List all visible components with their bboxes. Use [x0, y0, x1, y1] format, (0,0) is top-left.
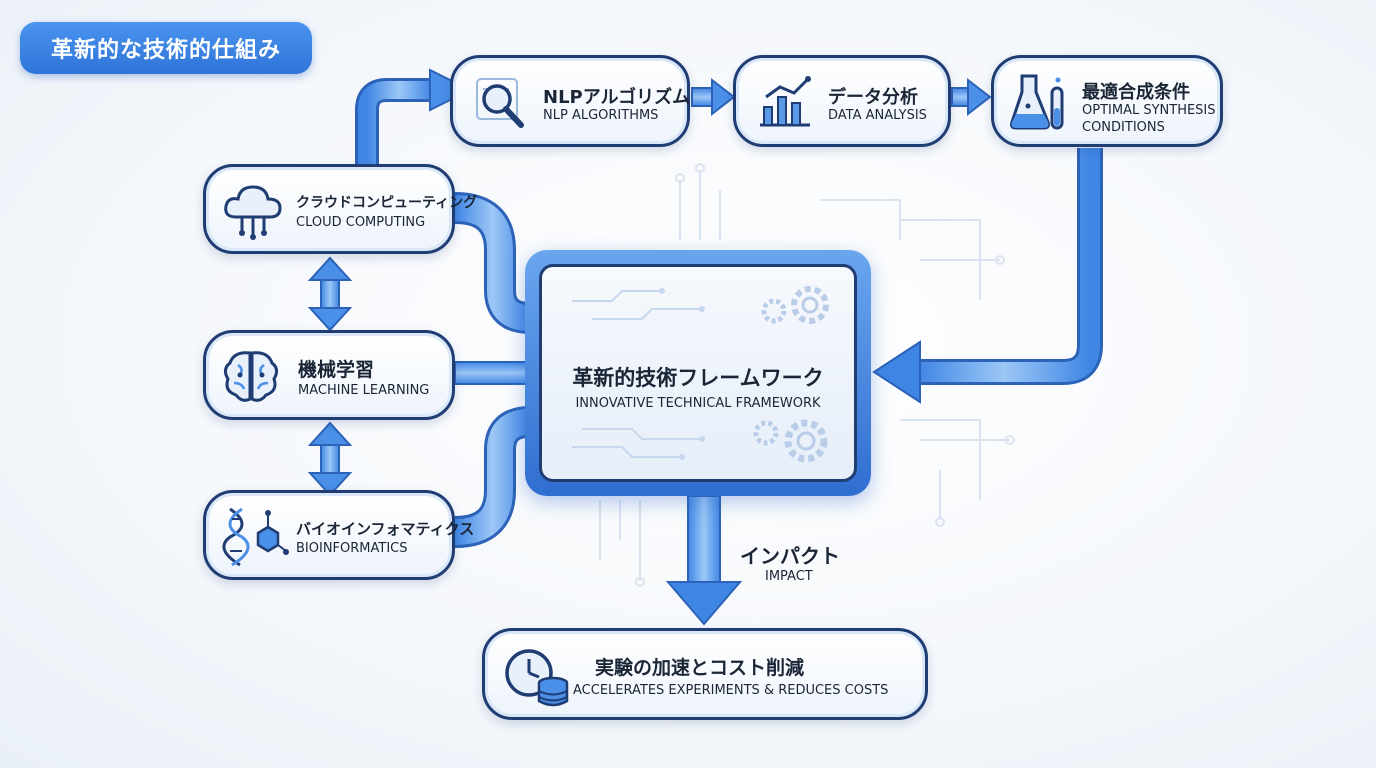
double-arrow-cloud-ml: [307, 256, 353, 332]
ml-label-en: MACHINE LEARNING: [298, 383, 430, 398]
tube-bio-to-center: [454, 406, 531, 548]
nlp-label-jp: NLPアルゴリズム: [543, 87, 691, 108]
synthesis-label-en-1: OPTIMAL SYNTHESIS: [1082, 103, 1216, 118]
gear-icon: [761, 286, 829, 324]
tube-cloud-to-center: [454, 192, 531, 334]
center-label-en: INNOVATIVE TECHNICAL FRAMEWORK: [575, 396, 821, 411]
ml-label-jp: 機械学習: [298, 359, 375, 381]
arrow-nlp-to-data: [691, 77, 736, 117]
cloud-icon: [224, 185, 282, 240]
gear-icon: [753, 419, 828, 463]
dna-icon: [222, 507, 289, 567]
node-result: 実験の加速とコスト削減 ACCELERATES EXPERIMENTS & RE…: [482, 628, 928, 720]
circuit-decoration: [572, 428, 705, 460]
node-machine-learning: 機械学習 MACHINE LEARNING: [203, 330, 455, 420]
center-framework: 革新的技術フレームワーク INNOVATIVE TECHNICAL FRAMEW…: [525, 250, 871, 496]
bio-label-en: BIOINFORMATICS: [296, 541, 408, 556]
cloud-label-en: CLOUD COMPUTING: [296, 215, 426, 230]
arrow-synthesis-to-center: [872, 148, 1103, 404]
tube-ml-to-center: [454, 361, 536, 385]
arrow-data-to-synthesis: [951, 77, 992, 117]
nlp-label-en: NLP ALGORITHMS: [543, 108, 659, 123]
synthesis-label-jp: 最適合成条件: [1082, 82, 1190, 103]
node-nlp-algorithms: NLPアルゴリズム NLP ALGORITHMS: [450, 55, 690, 147]
bio-label-jp: バイオインフォマティクス: [296, 520, 475, 538]
magnifier-icon: [476, 78, 524, 128]
flask-icon: [1010, 74, 1064, 130]
node-data-analysis: データ分析 DATA ANALYSIS: [733, 55, 951, 147]
center-label-jp: 革新的技術フレームワーク: [572, 366, 824, 390]
node-bioinformatics: バイオインフォマティクス BIOINFORMATICS: [203, 490, 474, 580]
data-label-jp: データ分析: [828, 87, 918, 108]
circuit-background: [599, 163, 1015, 587]
double-arrow-ml-bio: [307, 421, 353, 497]
result-label-en: ACCELERATES EXPERIMENTS & REDUCES COSTS: [573, 683, 889, 698]
impact-label-jp: インパクト: [740, 544, 840, 568]
node-cloud-computing: クラウドコンピューティング CLOUD COMPUTING: [203, 164, 477, 254]
brain-icon: [223, 351, 279, 402]
data-label-en: DATA ANALYSIS: [828, 108, 927, 123]
bar-chart-icon: [760, 76, 811, 127]
synthesis-label-en-2: CONDITIONS: [1082, 120, 1165, 135]
circuit-decoration: [572, 288, 705, 320]
page-title: 革新的な技術的仕組み: [20, 22, 312, 74]
node-optimal-synthesis: 最適合成条件 OPTIMAL SYNTHESIS CONDITIONS: [991, 55, 1223, 147]
impact-label-en: IMPACT: [765, 569, 813, 584]
result-label-jp: 実験の加速とコスト削減: [595, 657, 805, 679]
clock-database-icon: [505, 649, 569, 707]
cloud-label-jp: クラウドコンピューティング: [296, 195, 478, 211]
center-framework-panel: 革新的技術フレームワーク INNOVATIVE TECHNICAL FRAMEW…: [539, 264, 857, 482]
arrow-center-to-result: [665, 495, 743, 626]
